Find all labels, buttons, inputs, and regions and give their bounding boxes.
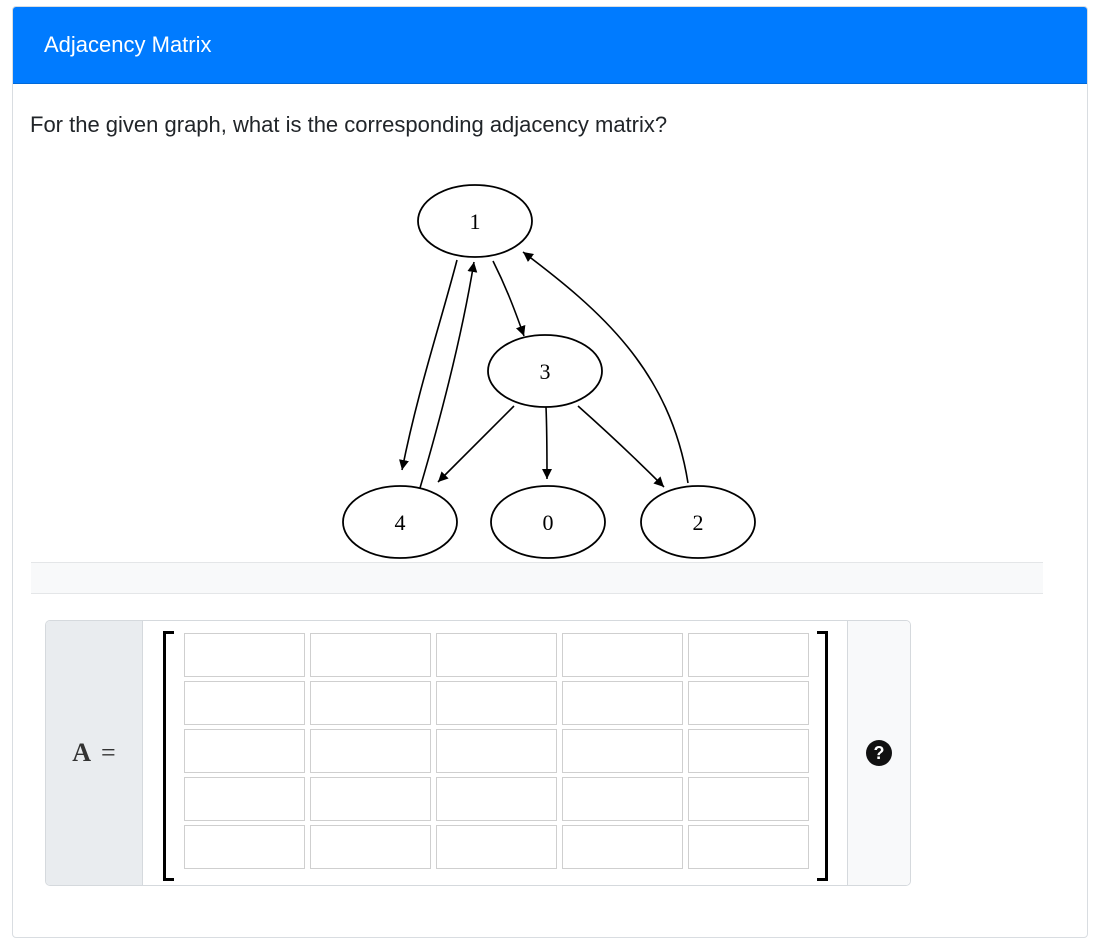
edge-1-to-3 — [492, 260, 526, 337]
matrix-cell-4-3[interactable] — [562, 825, 683, 869]
matrix-cell-2-4[interactable] — [688, 729, 809, 773]
graph-node-3: 3 — [487, 334, 603, 408]
matrix-cell-4-1[interactable] — [310, 825, 431, 869]
matrix-input-group: A = ? — [45, 620, 911, 886]
help-addon: ? — [847, 621, 910, 885]
left-bracket — [163, 631, 174, 881]
graph-node-4: 4 — [342, 485, 458, 559]
matrix-symbol: A — [72, 738, 92, 767]
edge-3-to-4 — [437, 405, 515, 483]
edge-4-to-1 — [419, 261, 478, 489]
graph-node-1: 1 — [417, 184, 533, 258]
graph-node-0: 0 — [490, 485, 606, 559]
graph-node-2: 2 — [640, 485, 756, 559]
matrix-cell-2-1[interactable] — [310, 729, 431, 773]
matrix-cell-1-0[interactable] — [184, 681, 305, 725]
edge-2-to-1 — [522, 251, 689, 484]
matrix-cell-3-3[interactable] — [562, 777, 683, 821]
matrix-cell-3-2[interactable] — [436, 777, 557, 821]
matrix-cell-0-2[interactable] — [436, 633, 557, 677]
right-bracket — [817, 631, 828, 881]
matrix-cell-1-3[interactable] — [562, 681, 683, 725]
matrix-cell-3-0[interactable] — [184, 777, 305, 821]
matrix-label: A = — [46, 621, 143, 885]
matrix-cell-4-0[interactable] — [184, 825, 305, 869]
equals-sign: = — [101, 738, 116, 767]
edge-3-to-2 — [577, 405, 665, 488]
matrix-cell-0-1[interactable] — [310, 633, 431, 677]
matrix-cell-1-1[interactable] — [310, 681, 431, 725]
card-title: Adjacency Matrix — [44, 32, 212, 57]
matrix-cell-1-2[interactable] — [436, 681, 557, 725]
matrix-grid — [184, 633, 809, 869]
graph-diagram: 1 3 4 0 2 — [342, 184, 756, 559]
matrix-cell-1-4[interactable] — [688, 681, 809, 725]
matrix-cell-4-4[interactable] — [688, 825, 809, 869]
node-label: 4 — [395, 510, 406, 535]
matrix-cell-3-4[interactable] — [688, 777, 809, 821]
matrix-cell-0-3[interactable] — [562, 633, 683, 677]
node-label: 3 — [540, 359, 551, 384]
matrix-cell-3-1[interactable] — [310, 777, 431, 821]
node-label: 0 — [543, 510, 554, 535]
matrix-cell-4-2[interactable] — [436, 825, 557, 869]
card-header: Adjacency Matrix — [13, 7, 1087, 84]
matrix-cell-2-0[interactable] — [184, 729, 305, 773]
question-circle-icon[interactable]: ? — [866, 740, 892, 766]
edge-1-to-4 — [399, 259, 458, 471]
matrix-cell-2-3[interactable] — [562, 729, 683, 773]
matrix-cell-0-4[interactable] — [688, 633, 809, 677]
matrix-cell-0-0[interactable] — [184, 633, 305, 677]
separator — [31, 562, 1043, 594]
question-text: For the given graph, what is the corresp… — [30, 112, 668, 137]
node-label: 2 — [693, 510, 704, 535]
matrix-cell-2-2[interactable] — [436, 729, 557, 773]
edge-3-to-0 — [541, 406, 552, 480]
node-label: 1 — [470, 209, 481, 234]
